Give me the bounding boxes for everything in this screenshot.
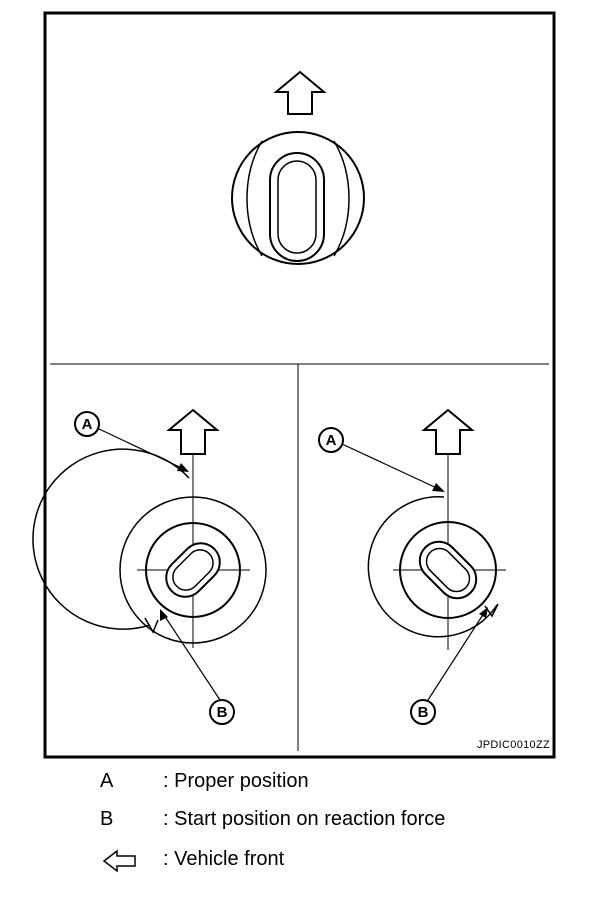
callout-a-arrowhead xyxy=(432,483,445,492)
knob-grip xyxy=(418,540,478,600)
knob-outer-ring xyxy=(119,496,267,644)
knob-grip-inner xyxy=(172,549,214,591)
legend-key: A xyxy=(100,770,114,792)
knob-grip xyxy=(165,542,221,598)
rotation-arc-head xyxy=(144,617,159,634)
callout-b-label: B xyxy=(217,704,228,721)
rotation-arc xyxy=(32,448,190,630)
legend-description: : Vehicle front xyxy=(163,848,285,870)
knob-ridge-line xyxy=(246,140,263,257)
knob-body xyxy=(145,522,241,618)
legend-key: B xyxy=(100,808,114,830)
knob-grip xyxy=(269,152,325,262)
callout-b-arrowhead xyxy=(160,609,168,621)
callout-b-leader xyxy=(161,611,221,701)
callout-a-arrowhead xyxy=(177,463,189,472)
front-arrow-icon xyxy=(166,408,220,455)
left-arrow-icon xyxy=(102,849,136,873)
callout-a-leader xyxy=(96,427,187,471)
diagram-frame xyxy=(43,11,556,759)
callout-b-leader xyxy=(427,609,487,701)
callout-b-arrowhead xyxy=(479,607,488,618)
callout-b-marker xyxy=(209,699,235,725)
front-arrow-icon xyxy=(273,70,327,115)
legend-description: : Proper position xyxy=(163,770,309,792)
front-arrow-icon xyxy=(421,408,475,455)
callout-b-marker xyxy=(410,699,436,725)
legend-description: : Start position on reaction force xyxy=(163,808,446,830)
top-knob-view xyxy=(231,70,365,265)
callout-a-leader xyxy=(341,443,442,491)
bottom-left-knob-detail: A B xyxy=(32,408,267,725)
knob-grip-inner xyxy=(425,547,471,593)
knob-ridge-line xyxy=(333,140,350,257)
callout-a-label: A xyxy=(326,432,337,449)
callout-a-marker xyxy=(74,411,100,437)
rotation-arc xyxy=(367,496,498,638)
callout-a-marker xyxy=(318,427,344,453)
knob-grip-inner xyxy=(277,160,317,254)
figure-reference-code: JPDIC0010ZZ xyxy=(477,739,550,751)
callout-a-label: A xyxy=(82,416,93,433)
bottom-right-knob-detail: A B xyxy=(318,408,506,725)
callout-b-label: B xyxy=(418,704,429,721)
knob-outer-ring xyxy=(399,521,497,619)
